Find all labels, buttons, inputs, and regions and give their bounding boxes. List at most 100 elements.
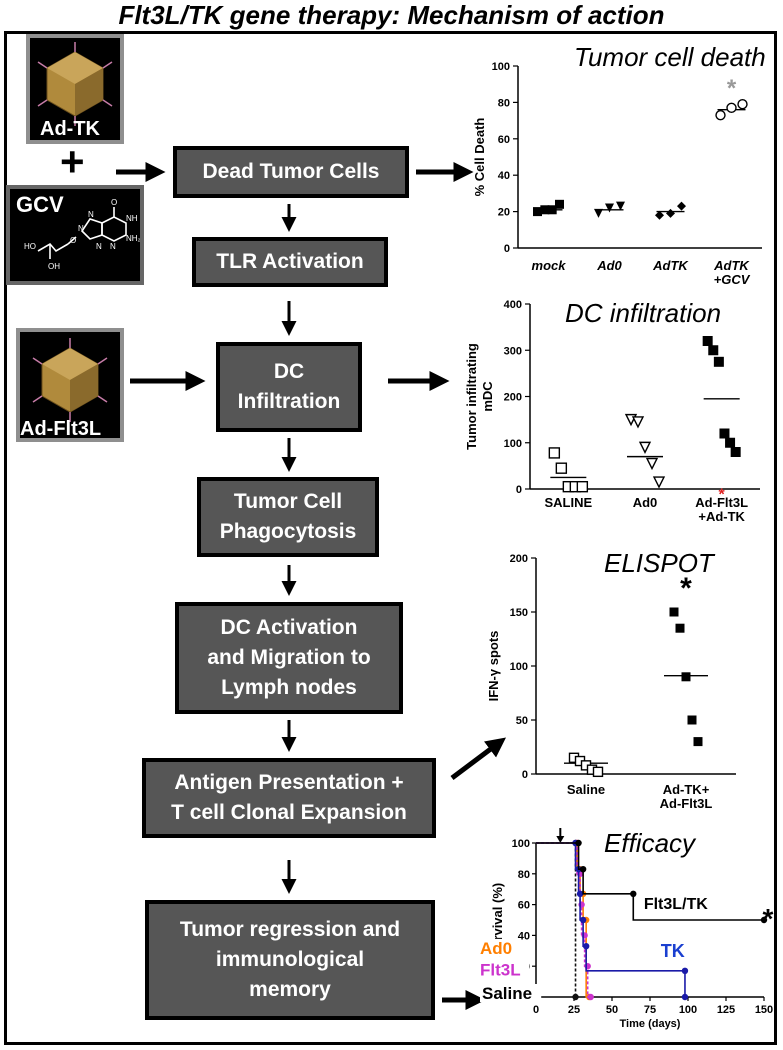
data-point xyxy=(677,201,686,211)
data-point xyxy=(576,480,589,493)
figure-title: Flt3L/TK gene therapy: Mechanism of acti… xyxy=(118,0,665,30)
y-axis-label: % Cell Death xyxy=(472,118,487,197)
series-marker xyxy=(681,967,689,975)
data-point xyxy=(713,356,724,367)
series-marker xyxy=(681,993,689,1001)
significance-star: * xyxy=(719,486,726,503)
y-tick-label: 300 xyxy=(504,345,522,357)
series-marker xyxy=(576,890,584,898)
y-tick-label: 40 xyxy=(518,930,530,942)
y-tick-label: 400 xyxy=(504,299,522,311)
data-point xyxy=(725,437,736,448)
series-label-bg xyxy=(478,960,529,979)
ad-flt3l-thumbnail xyxy=(16,328,124,442)
data-point xyxy=(645,457,659,471)
data-point xyxy=(547,205,557,215)
gcv-atom-n1: N xyxy=(78,224,84,233)
data-point xyxy=(730,447,741,457)
x-tick-label: 0 xyxy=(533,1004,539,1016)
gcv-atom-nh: NH xyxy=(126,214,138,223)
flow-box-dead-tumor-cells: Dead Tumor Cells xyxy=(173,146,409,198)
series-line xyxy=(536,842,577,997)
category-label: SALINE xyxy=(544,495,592,510)
data-point xyxy=(702,336,713,346)
x-axis-label: Time (days) xyxy=(620,1018,681,1030)
category-label: mock xyxy=(532,258,567,273)
series-label: Ad0 xyxy=(480,939,512,958)
series-marker xyxy=(575,839,582,847)
y-tick-label: 0 xyxy=(522,769,528,781)
data-point xyxy=(592,766,604,778)
y-tick-label: 200 xyxy=(510,553,528,565)
data-point xyxy=(675,623,685,633)
series-label: Flt3L/TK xyxy=(644,896,708,913)
data-point xyxy=(548,447,561,459)
gcv-structure-icon: HO OH O N N NH N N O NH₂ xyxy=(24,198,141,271)
chart-title-efficacy: Efficacy xyxy=(604,828,696,858)
y-tick-label: 20 xyxy=(498,207,510,219)
y-tick-label: 100 xyxy=(504,438,522,450)
y-tick-label: 100 xyxy=(510,661,528,673)
series-label-bg xyxy=(480,984,542,1002)
significance-star: * xyxy=(727,75,737,102)
y-tick-label: 200 xyxy=(504,392,522,404)
data-point xyxy=(708,345,719,356)
ad-flt3l-label: Ad-Flt3L xyxy=(20,418,102,440)
data-point xyxy=(638,441,652,454)
gcv-atom-oh: OH xyxy=(48,262,60,271)
virus-icon xyxy=(37,42,113,126)
gcv-atom-o2: O xyxy=(111,198,117,207)
data-point xyxy=(631,416,645,429)
y-tick-label: 80 xyxy=(498,97,510,109)
gcv-atom-o: O xyxy=(70,236,76,245)
category-label: AdTK xyxy=(652,258,689,273)
x-tick-label: 100 xyxy=(679,1004,697,1016)
gcv-atom-n3: N xyxy=(110,242,116,251)
series-label: Flt3L xyxy=(480,960,521,979)
data-point xyxy=(715,109,726,121)
x-tick-label: 125 xyxy=(717,1004,735,1016)
y-tick-label: 100 xyxy=(512,838,530,850)
plus-sign: + xyxy=(60,138,85,185)
series-label: TK xyxy=(661,941,685,961)
x-tick-label: 150 xyxy=(755,1004,773,1016)
data-point xyxy=(669,607,679,617)
data-point xyxy=(533,207,542,217)
x-tick-label: 25 xyxy=(568,1004,580,1016)
category-label: AdTK+GCV xyxy=(713,258,751,287)
y-tick-label: 0 xyxy=(516,484,522,496)
significance-star: * xyxy=(680,572,692,605)
series-marker xyxy=(582,942,590,950)
gcv-label: GCV xyxy=(16,192,64,217)
chart-title-cell-death: Tumor cell death xyxy=(574,42,766,72)
y-axis-label: Tumor infiltratingmDC xyxy=(464,343,495,450)
gcv-atom-n2: N xyxy=(88,210,94,219)
y-tick-label: 0 xyxy=(504,243,510,255)
category-label: Ad0 xyxy=(596,258,622,273)
gcv-atom-n4: N xyxy=(96,242,102,251)
series-marker xyxy=(572,993,579,1001)
treatment-arrow-head xyxy=(556,836,565,843)
data-point xyxy=(555,199,564,209)
data-point xyxy=(605,203,614,213)
series-line xyxy=(536,842,764,921)
y-tick-label: 80 xyxy=(518,869,530,881)
data-point xyxy=(652,476,666,489)
flow-box-phagocytosis: Tumor Cell Phagocytosis xyxy=(197,477,379,557)
data-point xyxy=(540,205,550,215)
data-point xyxy=(719,428,730,439)
data-point xyxy=(655,210,664,220)
category-label: Ad-Flt3L+Ad-TK xyxy=(695,495,748,524)
series-marker xyxy=(760,916,768,924)
chart-title-dc-infiltration: DC infiltration xyxy=(565,298,722,328)
ad-tk-thumbnail xyxy=(26,34,124,144)
category-label: Saline xyxy=(567,782,605,797)
data-point xyxy=(693,737,703,747)
series-marker xyxy=(579,916,587,924)
chart-efficacy: 0204060801000255075100125150Time (days)S… xyxy=(478,828,774,1030)
y-axis-label: IFN-γ spots xyxy=(486,631,501,702)
data-point xyxy=(687,715,697,725)
